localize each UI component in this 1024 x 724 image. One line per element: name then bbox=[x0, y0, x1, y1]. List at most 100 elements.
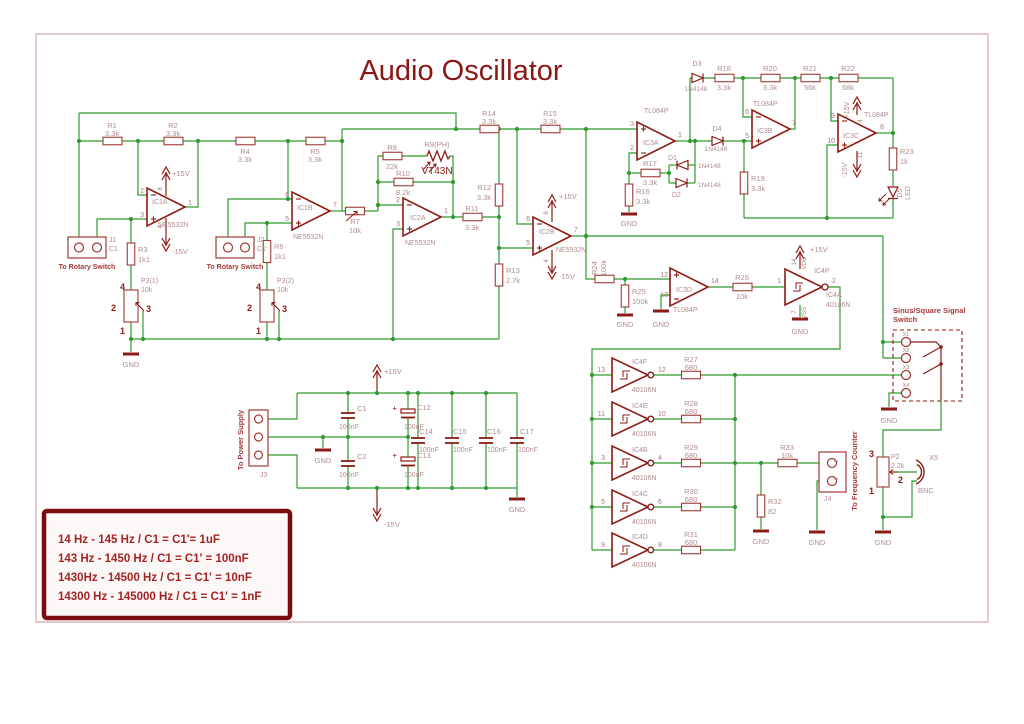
label: To Frequency Counter bbox=[850, 431, 859, 511]
resistor-R10 bbox=[393, 177, 414, 187]
label: 3.3k bbox=[105, 129, 119, 138]
label: VSS bbox=[802, 307, 808, 319]
label: 10k bbox=[141, 287, 153, 294]
label: 7 bbox=[792, 120, 796, 127]
label: 1 bbox=[444, 208, 448, 215]
label: 680 bbox=[685, 495, 698, 504]
label: R12 bbox=[477, 183, 491, 192]
junction-dot bbox=[880, 339, 886, 345]
label: 3.3k bbox=[751, 184, 765, 193]
label: 1 bbox=[777, 278, 781, 285]
label: D5 bbox=[897, 188, 904, 197]
label: J2 bbox=[257, 237, 265, 244]
label: R2 bbox=[168, 121, 178, 130]
label: 13 bbox=[597, 367, 605, 374]
resistor-R25 bbox=[620, 284, 630, 308]
wire bbox=[263, 393, 298, 420]
label: 5 bbox=[526, 240, 530, 247]
junction-dot bbox=[345, 485, 351, 491]
junction-dot bbox=[415, 485, 421, 491]
label: R11 bbox=[465, 204, 478, 213]
junction-dot bbox=[450, 214, 456, 220]
junction-dot bbox=[687, 138, 693, 144]
resistor-R4 bbox=[235, 136, 256, 146]
wire bbox=[826, 144, 838, 218]
resistor-R5 bbox=[305, 136, 326, 146]
inverter-IC4B bbox=[611, 444, 655, 482]
opamp-IC2B bbox=[532, 215, 573, 257]
label: 5 bbox=[285, 216, 289, 223]
resistor-R23 bbox=[888, 147, 898, 171]
power-arrow-minus15v bbox=[372, 488, 382, 523]
label: 100nF bbox=[339, 424, 359, 431]
label: 3 bbox=[869, 449, 874, 459]
potentiometer-P3(1) bbox=[123, 289, 139, 323]
junction-dot bbox=[128, 336, 134, 342]
resistor-R3 bbox=[126, 242, 136, 266]
junction-dot bbox=[626, 170, 632, 176]
label: 3 bbox=[282, 304, 287, 314]
label: GND bbox=[753, 537, 770, 546]
junction-dot bbox=[276, 336, 282, 342]
label: 100nF bbox=[487, 447, 507, 454]
label: 2 bbox=[396, 197, 400, 204]
label: 100k bbox=[632, 297, 649, 306]
label: NE5532N bbox=[158, 222, 188, 229]
label: 1 bbox=[188, 200, 192, 207]
junction-dot bbox=[375, 202, 381, 208]
power-arrows-layer bbox=[161, 95, 862, 523]
label: 2 bbox=[832, 278, 836, 285]
label: TL084P bbox=[753, 101, 778, 108]
label: IC4E bbox=[632, 403, 648, 410]
label: 680 bbox=[685, 451, 698, 460]
label: 1 bbox=[256, 326, 261, 336]
capacitor-C12 bbox=[400, 408, 416, 419]
label: 3 bbox=[140, 212, 144, 219]
label: 2 bbox=[140, 188, 144, 195]
label: 6 bbox=[285, 192, 289, 199]
wire bbox=[660, 294, 670, 309]
junction-dot bbox=[450, 179, 456, 185]
label: 82 bbox=[768, 507, 776, 516]
label: J4 bbox=[824, 496, 832, 503]
label: X4 bbox=[903, 383, 910, 389]
label: 100nF bbox=[419, 447, 439, 454]
junction-dot bbox=[453, 126, 459, 132]
label: 12 bbox=[658, 367, 666, 374]
label: 1N4148 bbox=[698, 182, 721, 189]
label: 1k1 bbox=[274, 252, 286, 261]
label: 11 bbox=[858, 151, 864, 158]
label: R19 bbox=[751, 174, 765, 183]
label: X1 bbox=[903, 332, 910, 338]
label: C1' bbox=[257, 246, 267, 253]
label: 680 bbox=[685, 407, 698, 416]
label: 6 bbox=[658, 499, 662, 506]
label: 3.3k bbox=[763, 83, 777, 92]
label: +15V bbox=[559, 192, 577, 201]
diode-D1 bbox=[675, 159, 689, 171]
label: 8.2k bbox=[396, 188, 410, 197]
resistor-R20 bbox=[760, 73, 781, 83]
label: C14 bbox=[419, 427, 433, 436]
junction-dot bbox=[264, 220, 270, 226]
resistor-R14 bbox=[479, 124, 500, 134]
label: +15V bbox=[384, 367, 402, 376]
label: 7 bbox=[574, 227, 578, 234]
power-arrow-plus15v bbox=[161, 165, 171, 196]
label: 3.3k bbox=[636, 197, 650, 206]
wire bbox=[883, 480, 917, 518]
label: C17 bbox=[520, 427, 534, 436]
junction-dot bbox=[589, 416, 595, 422]
junction-dot bbox=[732, 416, 738, 422]
label: 5 bbox=[745, 133, 749, 140]
label: -15V bbox=[842, 162, 849, 177]
label: 2.7k bbox=[506, 276, 520, 285]
power-arrow-plus15v bbox=[795, 244, 805, 269]
junction-dot bbox=[740, 75, 746, 81]
connector-J1 bbox=[67, 236, 107, 259]
label: R32 bbox=[768, 497, 782, 506]
junction-dot bbox=[345, 390, 351, 396]
label: C16 bbox=[487, 427, 501, 436]
label: 100nF bbox=[339, 472, 359, 479]
